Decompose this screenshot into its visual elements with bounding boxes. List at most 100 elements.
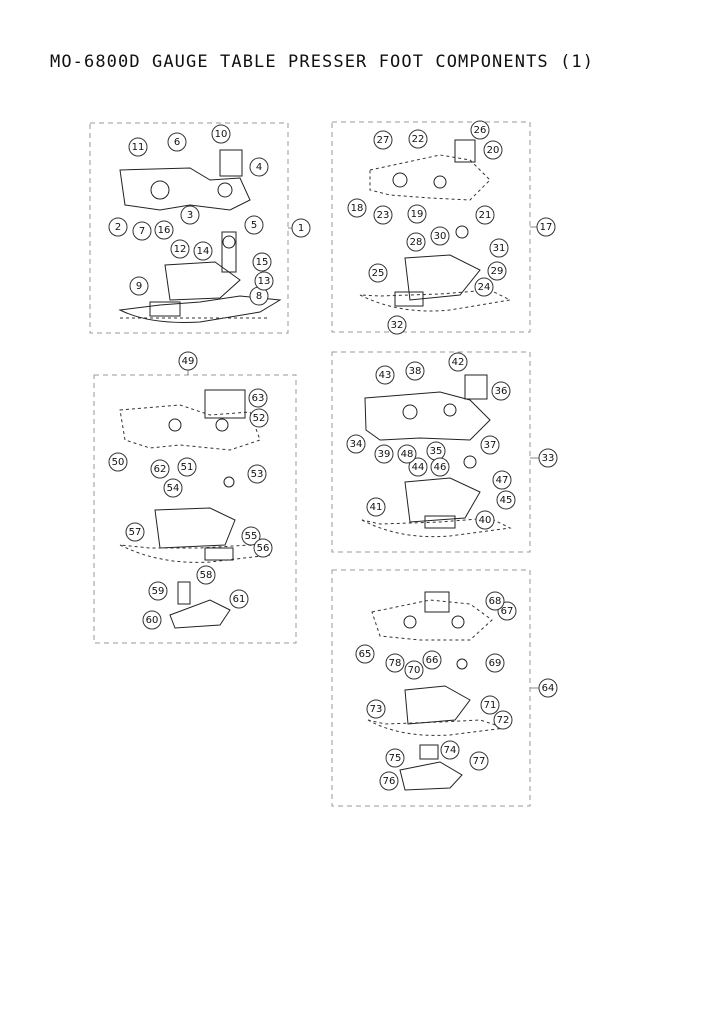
callout-number: 36	[495, 386, 508, 397]
callout-circle	[170, 239, 190, 259]
presser-foot-assembly-17-drawing	[359, 139, 512, 312]
part-callout-57: 57	[125, 522, 145, 542]
callout-circle	[249, 408, 269, 428]
part-callout-34: 34	[346, 434, 366, 454]
callout-circle	[148, 581, 168, 601]
callout-circle	[154, 220, 174, 240]
callout-circle	[489, 238, 509, 258]
part-callout-73: 73	[366, 699, 386, 719]
part-callout-30: 30	[430, 226, 450, 246]
callout-circle	[469, 751, 489, 771]
group-box-1	[89, 122, 289, 334]
callout-number: 42	[452, 357, 465, 368]
part-callout-17: 17	[536, 217, 556, 237]
callout-number: 60	[146, 615, 159, 626]
part-callout-15: 15	[252, 252, 272, 272]
callout-circle	[180, 205, 200, 225]
part-callout-45: 45	[496, 490, 516, 510]
part-callout-74: 74	[440, 740, 460, 760]
callout-number: 14	[197, 246, 210, 257]
callout-circle	[405, 361, 425, 381]
callout-circle	[470, 120, 490, 140]
callout-number: 77	[473, 756, 486, 767]
callout-circle	[480, 435, 500, 455]
callout-circle	[404, 660, 424, 680]
callout-circle	[430, 457, 450, 477]
callout-number: 62	[154, 464, 167, 475]
callout-circle	[366, 699, 386, 719]
callout-number: 12	[174, 244, 187, 255]
callout-circle	[492, 470, 512, 490]
callout-number: 7	[139, 226, 145, 237]
part-callout-6: 6	[167, 132, 187, 152]
part-callout-71: 71	[480, 695, 500, 715]
callout-circle	[163, 478, 183, 498]
callout-circle	[366, 497, 386, 517]
part-callout-10: 10	[211, 124, 231, 144]
callout-number: 47	[496, 475, 509, 486]
callout-circle	[247, 464, 267, 484]
callout-number: 53	[251, 469, 264, 480]
callout-number: 29	[491, 266, 504, 277]
callout-number: 67	[501, 606, 514, 617]
part-callout-43: 43	[375, 365, 395, 385]
callout-number: 23	[377, 210, 390, 221]
part-callout-31: 31	[489, 238, 509, 258]
callout-circle	[448, 352, 468, 372]
callout-number: 21	[479, 210, 492, 221]
callout-number: 31	[493, 243, 506, 254]
callout-number: 6	[174, 137, 180, 148]
callout-circle	[375, 365, 395, 385]
callout-circle	[406, 232, 426, 252]
callout-circle	[253, 538, 273, 558]
callout-circle	[480, 695, 500, 715]
part-callout-29: 29	[487, 261, 507, 281]
callout-circle	[373, 130, 393, 150]
callout-circle	[254, 271, 274, 291]
callout-number: 10	[215, 129, 228, 140]
part-callout-14: 14	[193, 241, 213, 261]
callout-number: 54	[167, 483, 180, 494]
callout-number: 24	[478, 282, 491, 293]
part-callout-40: 40	[475, 510, 495, 530]
callout-circle	[229, 589, 249, 609]
callout-circle	[475, 510, 495, 530]
callout-number: 15	[256, 257, 269, 268]
callout-number: 39	[378, 449, 391, 460]
part-callout-37: 37	[480, 435, 500, 455]
callout-circle	[241, 526, 261, 546]
callout-number: 34	[350, 439, 363, 450]
presser-foot-assembly-49-drawing	[119, 389, 272, 629]
part-callout-12: 12	[170, 239, 190, 259]
callout-number: 18	[351, 203, 364, 214]
callout-circle	[487, 261, 507, 281]
part-callout-51: 51	[177, 457, 197, 477]
callout-circle	[125, 522, 145, 542]
part-callout-1: 1	[291, 218, 311, 238]
callout-number: 73	[370, 704, 383, 715]
callout-number: 76	[383, 776, 396, 787]
part-callout-32: 32	[387, 315, 407, 335]
group-box-49	[93, 374, 297, 644]
part-callout-22: 22	[408, 129, 428, 149]
part-callout-33: 33	[538, 448, 558, 468]
part-callout-48: 48	[397, 444, 417, 464]
callout-number: 41	[370, 502, 383, 513]
part-callout-26: 26	[470, 120, 490, 140]
group-box-17	[331, 121, 531, 333]
callout-number: 33	[542, 453, 555, 464]
callout-number: 20	[487, 145, 500, 156]
part-callout-69: 69	[485, 653, 505, 673]
callout-circle	[346, 434, 366, 454]
callout-circle	[485, 653, 505, 673]
part-callout-16: 16	[154, 220, 174, 240]
part-callout-24: 24	[474, 277, 494, 297]
part-callout-54: 54	[163, 478, 183, 498]
callout-number: 55	[245, 531, 258, 542]
part-callout-58: 58	[196, 565, 216, 585]
callout-number: 68	[489, 596, 502, 607]
callout-circle	[430, 226, 450, 246]
callout-number: 45	[500, 495, 513, 506]
callout-number: 9	[136, 281, 142, 292]
